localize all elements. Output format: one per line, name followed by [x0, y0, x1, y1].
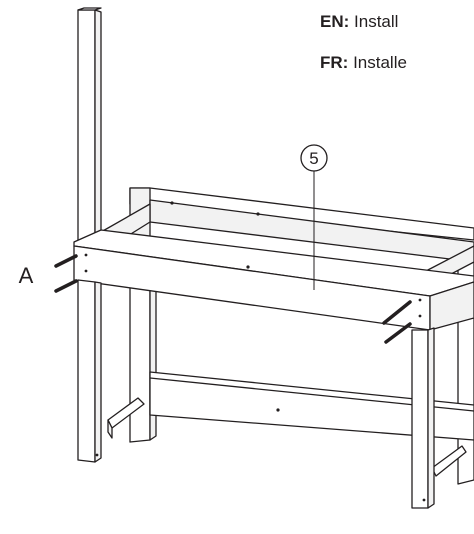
fastener-a-label: A: [19, 263, 34, 288]
instruction-fr-code: FR:: [320, 53, 349, 72]
front-left-leg: [77, 279, 102, 463]
instruction-en-code: EN:: [320, 12, 350, 31]
screw-right-top: [382, 300, 412, 325]
instruction-en-text: Install: [354, 12, 399, 31]
front-apron: [73, 229, 474, 331]
dowel-holes: [84, 201, 426, 502]
screw-right-bottom: [384, 322, 412, 344]
part-5-callout: 5: [300, 144, 328, 290]
part-number-label: 5: [309, 149, 318, 168]
instruction-fr: FR: Installe: [320, 53, 407, 73]
screw-left-top: [54, 254, 78, 268]
instruction-fr-text: Installe: [353, 53, 407, 72]
instruction-en: EN: Install: [320, 12, 398, 32]
right-side-brace: [431, 445, 467, 477]
front-right-leg: [411, 327, 435, 509]
left-side-brace: [107, 397, 145, 439]
tall-left-post: [77, 7, 102, 245]
screw-left-bottom: [54, 279, 78, 293]
